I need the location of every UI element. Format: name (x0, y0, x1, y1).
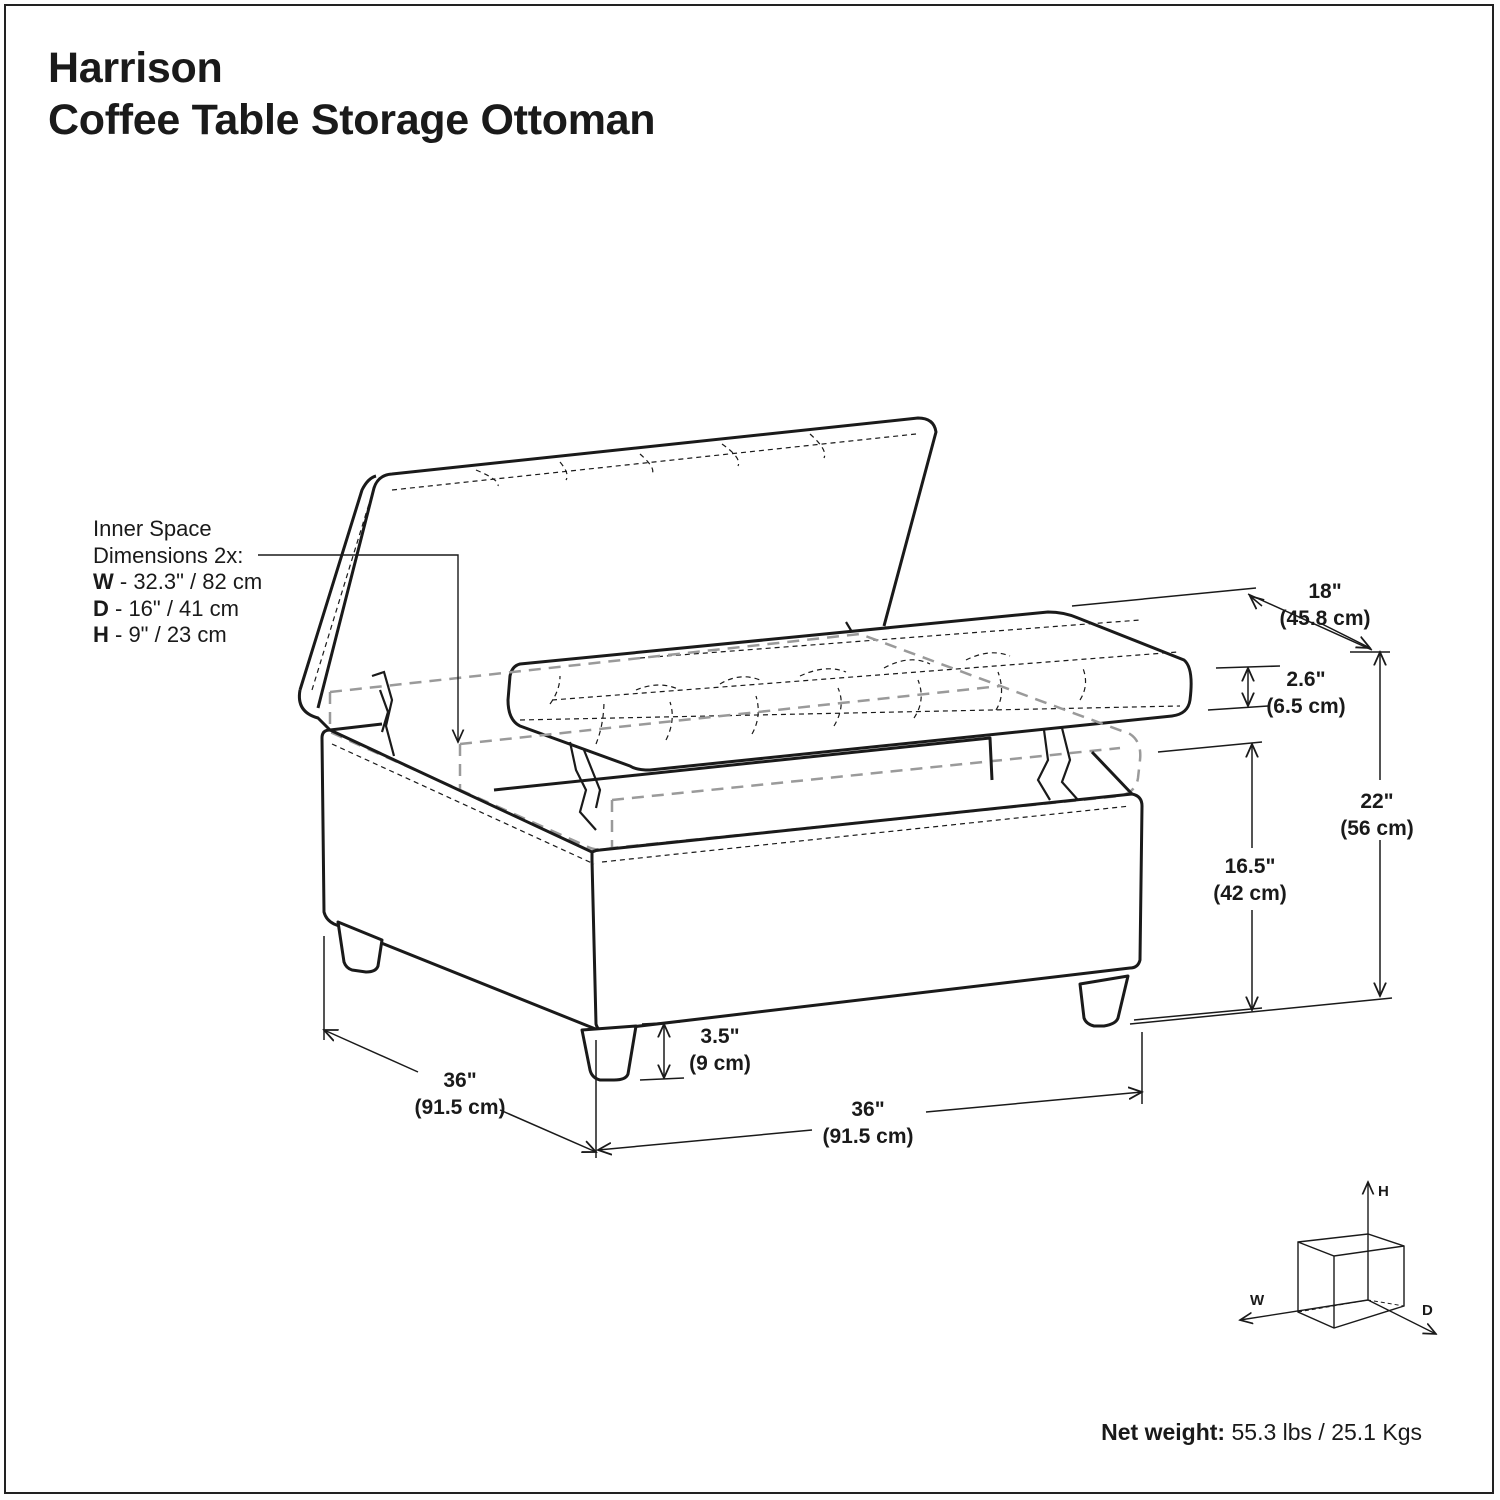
lid-depth-label: 18" (45.8 cm) (1279, 578, 1370, 632)
lid-thickness-imperial: 2.6" (1286, 668, 1326, 691)
open-lid (297, 416, 938, 732)
dimension-lines (324, 587, 1393, 1158)
body-height-label: 16.5" (42 cm) (1213, 853, 1287, 907)
total-height-label: 22" (56 cm) (1340, 788, 1414, 842)
cushion-tufting (519, 619, 1181, 745)
product-name: Harrison (48, 44, 223, 92)
image-frame (4, 4, 1494, 1494)
total-height-metric: (56 cm) (1340, 817, 1414, 840)
net-weight-value: 55.3 lbs / 25.1 Kgs (1225, 1419, 1422, 1445)
product-title: Harrison Coffee Table Storage Ottoman (48, 42, 656, 146)
leg-height-label: 3.5" (9 cm) (689, 1023, 751, 1077)
depth-imperial: 36" (443, 1069, 477, 1092)
lifted-seat-cushion (506, 610, 1193, 772)
inner-height-row: H - 9" / 23 cm (93, 622, 262, 649)
leg-height-imperial: 3.5" (700, 1025, 740, 1048)
base-piping (331, 743, 1131, 865)
inner-height-key: H (93, 622, 109, 647)
lid-thickness-label: 2.6" (6.5 cm) (1266, 666, 1345, 720)
inner-space-heading: Inner Space (93, 516, 212, 541)
axis-label-d: D (1422, 1302, 1433, 1319)
cushion-hinges (568, 727, 1079, 831)
width-metric: (91.5 cm) (822, 1125, 914, 1148)
axis-label-w: W (1250, 1292, 1265, 1309)
inner-space-subheading: Dimensions 2x: (93, 542, 244, 568)
body-height-metric: (42 cm) (1213, 882, 1287, 905)
body-height-imperial: 16.5" (1224, 855, 1276, 878)
depth-label: 36" (91.5 cm) (414, 1067, 505, 1121)
ottoman-base (320, 722, 1144, 1032)
inner-height-value: - 9" / 23 cm (108, 622, 227, 647)
leg-height-metric: (9 cm) (689, 1052, 751, 1075)
inner-space-leader (258, 554, 458, 742)
total-height-imperial: 22" (1360, 790, 1394, 813)
lid-thickness-metric: (6.5 cm) (1266, 695, 1346, 718)
inner-depth-row: D - 16" / 41 cm (93, 596, 262, 623)
inner-depth-value: - 16" / 41 cm (108, 595, 239, 621)
width-label: 36" (91.5 cm) (822, 1096, 913, 1150)
axis-label-h: H (1378, 1183, 1389, 1200)
lid-depth-metric: (45.8 cm) (1279, 607, 1371, 630)
inner-width-key: W (93, 569, 114, 594)
axis-indicator-cube (1240, 1182, 1436, 1334)
width-imperial: 36" (851, 1098, 885, 1121)
inner-depth-key: D (93, 595, 109, 621)
inner-width-row: W - 32.3" / 82 cm (93, 569, 262, 596)
net-weight-label: Net weight: (1101, 1419, 1226, 1445)
inner-space-dimensions: Inner Space Dimensions 2x: W - 32.3" / 8… (93, 516, 262, 649)
product-type: Coffee Table Storage Ottoman (48, 96, 656, 144)
inner-width-value: - 32.3" / 82 cm (113, 569, 263, 594)
lid-depth-imperial: 18" (1308, 580, 1342, 603)
net-weight: Net weight: 55.3 lbs / 25.1 Kgs (1101, 1419, 1422, 1446)
depth-metric: (91.5 cm) (414, 1096, 506, 1119)
